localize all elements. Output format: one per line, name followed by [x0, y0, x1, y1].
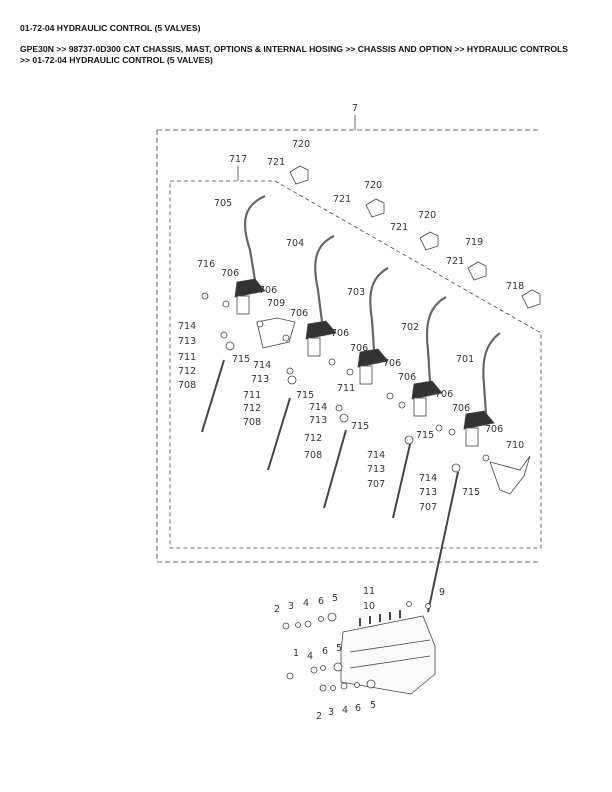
callout-708: 708	[178, 380, 196, 391]
callout-2: 2	[274, 604, 280, 615]
callout-706: 706	[259, 285, 277, 296]
callout-707: 707	[367, 479, 385, 490]
rod-708-a	[201, 359, 225, 433]
callout-715: 715	[296, 390, 314, 401]
rod-708-b	[267, 397, 291, 471]
callout-721: 721	[333, 194, 351, 205]
callout-721: 721	[390, 222, 408, 233]
page-title: 01-72-04 HYDRAULIC CONTROL (5 VALVES)	[20, 23, 201, 33]
hardware-parts	[201, 292, 490, 692]
callout-4: 4	[342, 705, 348, 716]
callout-715: 715	[462, 487, 480, 498]
knob-718	[521, 289, 541, 309]
rod-708-c	[323, 429, 347, 509]
callout-711: 711	[178, 352, 196, 363]
callout-706: 706	[485, 424, 503, 435]
callout-721: 721	[267, 157, 285, 168]
lever-704	[305, 235, 337, 357]
callout-708: 708	[304, 450, 322, 461]
callout-7: 7	[352, 103, 358, 114]
callout-720: 720	[364, 180, 382, 191]
callout-706: 706	[383, 358, 401, 369]
knob-720-c	[419, 231, 439, 251]
callout-715: 715	[351, 421, 369, 432]
callout-714: 714	[253, 360, 271, 371]
callout-713: 713	[419, 487, 437, 498]
callout-717: 717	[229, 154, 247, 165]
rod-707-a	[392, 439, 412, 519]
callout-711: 711	[243, 390, 261, 401]
lever-705	[234, 194, 266, 315]
callout-720: 720	[418, 210, 436, 221]
callout-712: 712	[243, 403, 261, 414]
callout-11: 11	[363, 586, 375, 597]
control-valve-block	[340, 610, 436, 695]
callout-6: 6	[322, 646, 328, 657]
callout-701: 701	[456, 354, 474, 365]
lever-703	[357, 267, 389, 385]
callout-715: 715	[232, 354, 250, 365]
callout-706: 706	[331, 328, 349, 339]
callout-716: 716	[197, 259, 215, 270]
callout-714: 714	[178, 321, 196, 332]
callout-3: 3	[328, 707, 334, 718]
callout-3: 3	[288, 601, 294, 612]
rod-707-b	[427, 471, 459, 613]
callout-9: 9	[439, 587, 445, 598]
callout-703: 703	[347, 287, 365, 298]
callout-719: 719	[465, 237, 483, 248]
callout-715: 715	[416, 430, 434, 441]
callout-706: 706	[221, 268, 239, 279]
callout-706: 706	[435, 389, 453, 400]
callout-708: 708	[243, 417, 261, 428]
breadcrumb-line-2: >> 01-72-04 HYDRAULIC CONTROL (5 VALVES)	[20, 55, 213, 65]
callout-713: 713	[178, 336, 196, 347]
callout-706: 706	[398, 372, 416, 383]
callout-712: 712	[178, 366, 196, 377]
callout-714: 714	[419, 473, 437, 484]
callout-10: 10	[363, 601, 375, 612]
callout-6: 6	[318, 596, 324, 607]
callout-713: 713	[251, 374, 269, 385]
callout-720: 720	[292, 139, 310, 150]
assembly-7-boundary	[156, 129, 541, 563]
callout-5: 5	[332, 593, 338, 604]
callout-718: 718	[506, 281, 524, 292]
callout-2: 2	[316, 711, 322, 722]
callout-5: 5	[370, 700, 376, 711]
lever-702	[411, 296, 447, 417]
callout-709: 709	[267, 298, 285, 309]
callout-706: 706	[290, 308, 308, 319]
callout-705: 705	[214, 198, 232, 209]
breadcrumb-line-1: GPE30N >> 98737-0D300 CAT CHASSIS, MAST,…	[20, 44, 569, 54]
callout-713: 713	[309, 415, 327, 426]
assembly-717-boundary	[169, 180, 542, 549]
callout-706: 706	[350, 343, 368, 354]
callout-714: 714	[367, 450, 385, 461]
callout-711: 711	[337, 383, 355, 394]
lever-701	[463, 332, 501, 447]
callout-706: 706	[452, 403, 470, 414]
callout-4: 4	[303, 598, 309, 609]
callout-6: 6	[355, 703, 361, 714]
knob-720-b	[365, 198, 385, 218]
knob-719	[467, 261, 487, 281]
callout-4: 4	[307, 651, 313, 662]
callout-labels: 7 717 721 720 705 721 720 704 721 720 70…	[178, 103, 524, 722]
callout-702: 702	[401, 322, 419, 333]
callout-712: 712	[304, 433, 322, 444]
callout-710: 710	[506, 440, 524, 451]
callout-704: 704	[286, 238, 304, 249]
callout-714: 714	[309, 402, 327, 413]
callout-1: 1	[293, 648, 299, 659]
callout-5: 5	[336, 643, 342, 654]
bracket-709	[256, 317, 296, 349]
bracket-710	[489, 455, 531, 495]
callout-707: 707	[419, 502, 437, 513]
breadcrumb: GPE30N >> 98737-0D300 CAT CHASSIS, MAST,…	[20, 44, 610, 66]
knob-720-a	[289, 165, 309, 185]
callout-721: 721	[446, 256, 464, 267]
callout-713: 713	[367, 464, 385, 475]
